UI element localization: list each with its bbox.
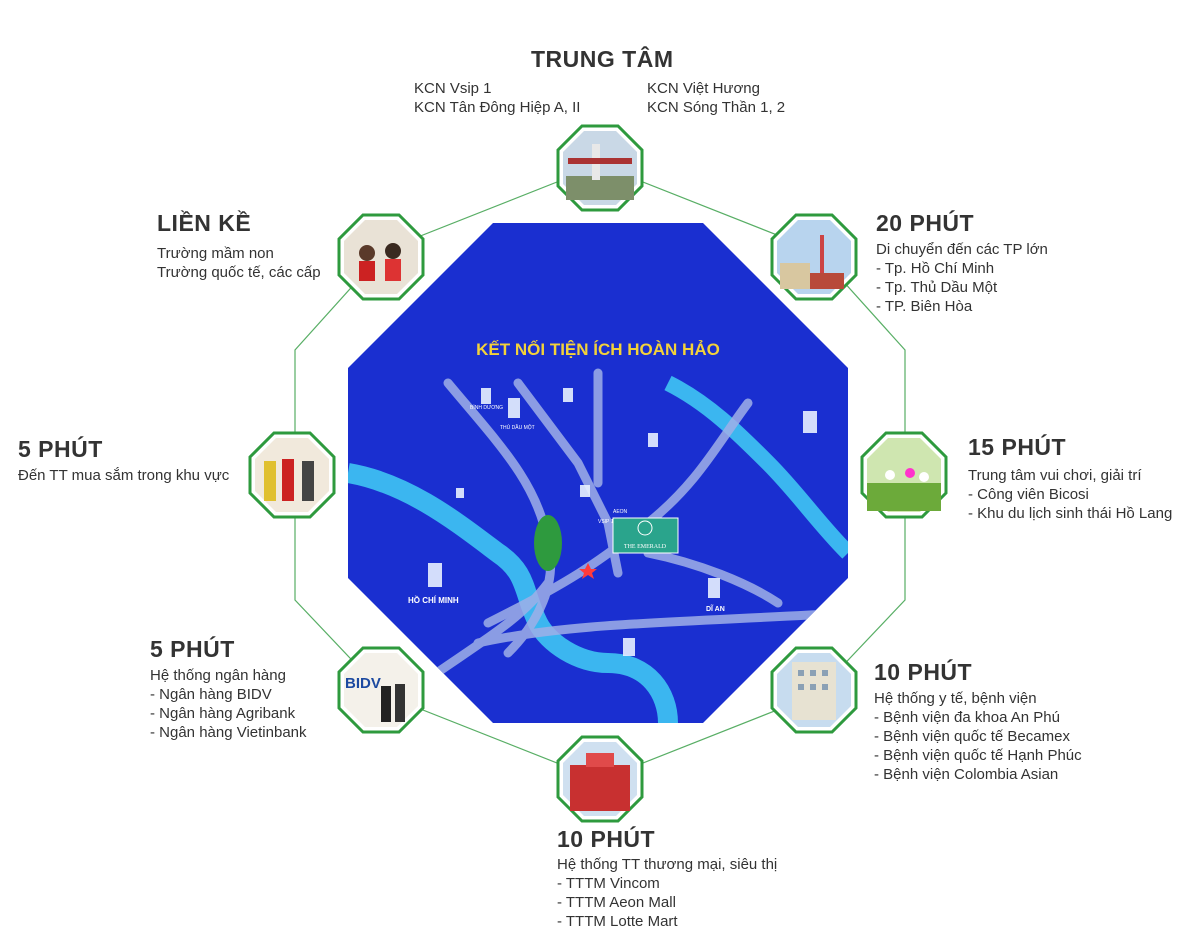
- bottom-left-heading: 5 PHÚT: [150, 636, 235, 662]
- top-col2-line: KCN Sóng Thần 1, 2: [647, 99, 786, 116]
- map-label-vsip: VSIP 1: [598, 519, 614, 525]
- building-icon: [563, 388, 573, 402]
- river-dongnai: [664, 375, 848, 559]
- building-icon: [708, 578, 720, 598]
- badge-malls: [556, 735, 644, 823]
- map-label-hcm: HỒ CHÍ MINH: [408, 595, 459, 605]
- left-block: 5 PHÚT Đến TT mua sắm trong khu vực: [18, 436, 229, 485]
- badge-schools: [337, 213, 425, 301]
- top-heading: TRUNG TÂM: [531, 46, 674, 72]
- factory-gate-icon: [556, 124, 644, 212]
- golf-course-area: [534, 515, 562, 571]
- badge-industrial-zone: [556, 124, 644, 212]
- bottom-left-line: Hệ thống ngân hàng: [150, 667, 286, 684]
- building-icon: [508, 398, 520, 418]
- top-right-line: - Tp. Hồ Chí Minh: [876, 260, 995, 277]
- badge-cities: [770, 213, 858, 301]
- project-logo-icon: [637, 520, 653, 536]
- right-line: - Công viên Bicosi: [968, 486, 1089, 503]
- map-label-di-an: DĨ AN: [706, 604, 725, 613]
- bottom-line: Hệ thống TT thương mại, siêu thị: [557, 856, 778, 873]
- badge-entertainment: [860, 431, 948, 519]
- bottom-line: - TTTM Aeon Mall: [557, 894, 676, 911]
- building-icon: [648, 433, 658, 447]
- right-line: Trung tâm vui chơi, giải trí: [968, 467, 1142, 484]
- top-left-line: Trường quốc tế, các cấp: [157, 264, 321, 281]
- bottom-right-block: 10 PHÚT Hệ thống y tế, bệnh viện - Bệnh …: [874, 659, 1082, 784]
- park-family-icon: [860, 431, 948, 519]
- bottom-left-line: - Ngân hàng Vietinbank: [150, 724, 307, 741]
- right-heading: 15 PHÚT: [968, 434, 1067, 460]
- road-4: [473, 608, 848, 648]
- top-right-heading: 20 PHÚT: [876, 210, 975, 236]
- bottom-right-line: - Bệnh viện quốc tế Hạnh Phúc: [874, 747, 1082, 764]
- building-icon: [481, 388, 491, 404]
- top-col2: KCN Việt Hương KCN Sóng Thần 1, 2: [647, 79, 785, 117]
- hospital-icon: [770, 646, 858, 734]
- project-label: THE EMERALD: [624, 544, 667, 550]
- bottom-right-heading: 10 PHÚT: [874, 659, 973, 685]
- road-6: [643, 548, 783, 608]
- top-right-line: - Tp. Thủ Dầu Một: [876, 279, 998, 296]
- project-marker: [612, 517, 679, 554]
- mall-icon: [556, 735, 644, 823]
- area-map: HỒ CHÍ MINH DĨ AN THỦ DẦU MỘT BÌNH DƯƠNG…: [348, 223, 848, 723]
- top-left-line: Trường mầm non: [157, 245, 274, 262]
- bank-people-icon: BIDV: [337, 646, 425, 734]
- left-line: Đến TT mua sắm trong khu vực: [18, 467, 230, 484]
- bottom-right-line: - Bệnh viện đa khoa An Phú: [874, 709, 1060, 726]
- top-col1-line: KCN Tân Đông Hiệp A, II: [414, 99, 581, 116]
- top-left-block: LIỀN KỀ Trường mầm non Trường quốc tế, c…: [157, 210, 321, 282]
- bottom-line: - TTTM Lotte Mart: [557, 913, 678, 930]
- bottom-left-line: - Ngân hàng Agribank: [150, 705, 296, 722]
- top-right-line: Di chuyển đến các TP lớn: [876, 241, 1048, 258]
- right-block: 15 PHÚT Trung tâm vui chơi, giải trí - C…: [968, 434, 1172, 523]
- bottom-right-line: Hệ thống y tế, bệnh viện: [874, 690, 1037, 707]
- top-right-line: - TP. Biên Hòa: [876, 298, 973, 315]
- building-icon: [580, 485, 590, 497]
- map-label-thu-dau-mot: THỦ DẦU MỘT: [500, 424, 535, 431]
- bottom-heading: 10 PHÚT: [557, 826, 656, 852]
- badge-hospitals: [770, 646, 858, 734]
- top-col2-line: KCN Việt Hương: [647, 80, 760, 97]
- top-right-block: 20 PHÚT Di chuyển đến các TP lớn - Tp. H…: [876, 210, 1048, 316]
- building-icon: [803, 411, 817, 433]
- badge-shopping: [248, 431, 336, 519]
- map-label-binh-duong: BÌNH DƯƠNG: [470, 404, 503, 411]
- students-icon: [337, 213, 425, 301]
- building-icon: [428, 563, 442, 587]
- bottom-line: - TTTM Vincom: [557, 875, 660, 892]
- map-title: KẾT NỐI TIỆN ÍCH HOÀN HẢO: [476, 339, 720, 359]
- bidv-logo-text: BIDV: [345, 675, 381, 692]
- top-col1: KCN Vsip 1 KCN Tân Đông Hiệp A, II: [414, 79, 580, 117]
- bottom-right-line: - Bệnh viện Colombia Asian: [874, 766, 1059, 783]
- left-heading: 5 PHÚT: [18, 436, 103, 462]
- top-left-heading: LIỀN KỀ: [157, 210, 252, 236]
- building-icon: [623, 638, 635, 656]
- map-label-aeon: AEON: [613, 509, 628, 515]
- bottom-block: 10 PHÚT Hệ thống TT thương mại, siêu thị…: [557, 826, 777, 931]
- building-icon: [456, 488, 464, 498]
- right-line: - Khu du lịch sinh thái Hồ Lang: [968, 505, 1173, 522]
- bottom-right-line: - Bệnh viện quốc tế Becamex: [874, 728, 1070, 745]
- top-col1-line: KCN Vsip 1: [414, 80, 492, 97]
- bottom-left-block: 5 PHÚT Hệ thống ngân hàng - Ngân hàng BI…: [150, 636, 307, 742]
- fountain-city-icon: [770, 213, 858, 301]
- badge-banks: BIDV: [337, 646, 425, 734]
- shoppers-icon: [248, 431, 336, 519]
- location-star-icon: [579, 563, 597, 579]
- bottom-left-line: - Ngân hàng BIDV: [150, 686, 272, 703]
